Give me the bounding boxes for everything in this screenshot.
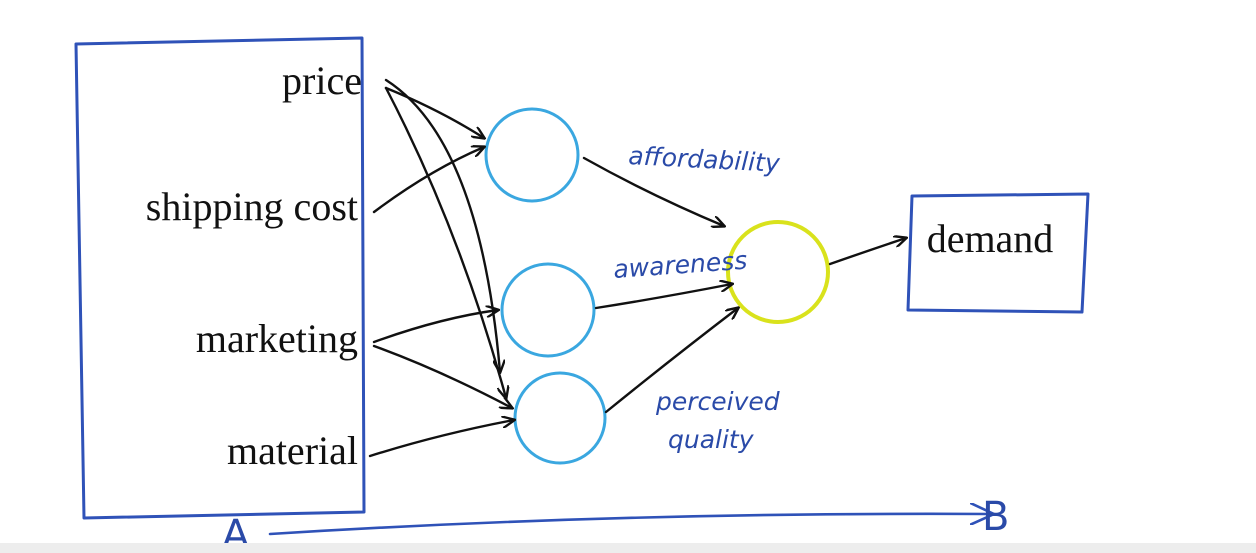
axis-arrow-line — [268, 514, 992, 536]
output-node — [726, 220, 830, 324]
output-label-demand: demand — [927, 216, 1054, 261]
output-box — [906, 192, 1090, 314]
hidden-node-awareness — [500, 262, 596, 358]
arrow-affordability-to-output — [582, 156, 724, 226]
label-perceived: perceived — [655, 387, 780, 416]
input-box — [74, 36, 366, 520]
input-label-marketing: marketing — [196, 316, 358, 361]
arrow-output-to-demand — [828, 238, 906, 266]
hidden-node-affordability — [484, 107, 580, 203]
arrow-material-to-quality — [368, 420, 514, 458]
bottom-strip — [0, 543, 1256, 553]
arrow-shipping-to-affordability — [372, 147, 484, 214]
input-label-material: material — [227, 428, 358, 473]
arrow-marketing-to-awareness — [372, 310, 498, 344]
arrow-awareness-to-output — [594, 284, 732, 310]
input-label-price: price — [282, 58, 362, 103]
input-label-shipping-cost: shipping cost — [146, 184, 358, 229]
arrow-price-to-awareness — [384, 86, 506, 398]
label-affordability: affordability — [628, 141, 782, 178]
arrow-marketing-to-quality — [372, 344, 512, 408]
arrow-price-to-affordability — [384, 86, 484, 138]
label-quality: quality — [668, 425, 755, 454]
arrow-quality-to-output — [604, 308, 738, 414]
axis-letter-b: B — [982, 494, 1009, 540]
hidden-node-perceived-quality — [513, 371, 607, 465]
